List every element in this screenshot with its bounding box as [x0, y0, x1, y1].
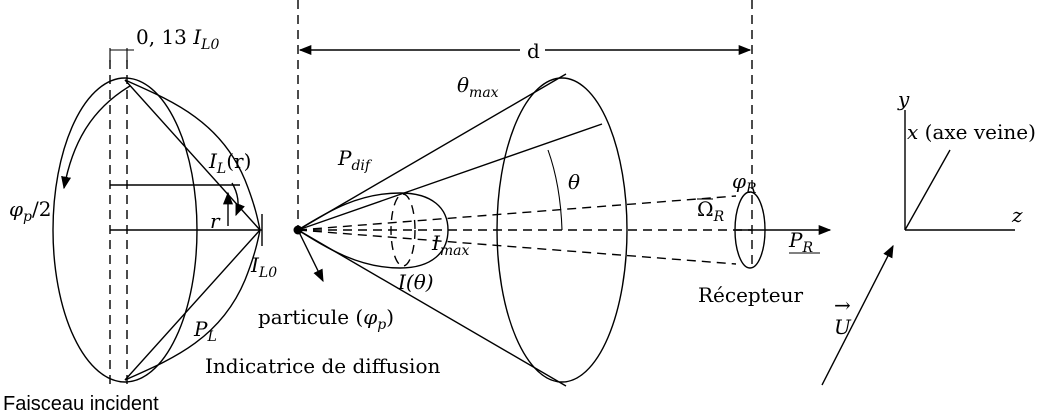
receiver-ray-upper — [297, 195, 737, 231]
label-r: r — [210, 209, 221, 233]
indicatrix-dashed-section — [390, 193, 416, 267]
cone-edge-upper — [297, 73, 567, 231]
distance-dimension — [297, 0, 753, 265]
gaussian-profile-lower — [124, 229, 261, 381]
label-il0: IL0 — [250, 253, 277, 281]
phi-arc-arrow — [61, 85, 131, 190]
cone-edge-lower — [297, 229, 567, 387]
label-theta: θ — [568, 170, 580, 194]
label-indicatrix: Indicatrice de diffusion — [205, 354, 440, 378]
il-r-arrow — [231, 182, 245, 217]
label-omega-r: ΩR — [697, 197, 725, 225]
label-phi-r: φR — [732, 169, 757, 197]
label-p-dif: Pdif — [337, 146, 373, 174]
label-axis-z: z — [1011, 203, 1023, 227]
label-013-il0: 0, 13 IL0 — [136, 25, 219, 53]
label-theta-max: θmax — [457, 73, 499, 101]
scattering-indicatrix-lobe — [296, 192, 449, 269]
label-p-l: PL — [193, 317, 217, 345]
label-i-max: Imax — [431, 231, 470, 259]
profile-curve-upper — [124, 79, 261, 231]
label-i-theta: I(θ) — [397, 270, 434, 294]
label-incident-beam: Faisceau incident — [3, 393, 159, 415]
vector-u-arrow-glyph: → — [834, 293, 851, 317]
flow-velocity-arrow — [821, 244, 894, 386]
particle-arrow — [297, 229, 324, 283]
label-axis-x: x (axe veine) — [907, 120, 1036, 144]
incident-beam — [52, 48, 263, 384]
label-vector-u: U — [834, 315, 852, 339]
profile-curve-lower — [124, 229, 261, 381]
axis-x-line — [904, 149, 951, 231]
label-particle: particule (φp) — [258, 305, 394, 333]
scattering-cone — [293, 73, 752, 387]
coordinate-axes — [821, 110, 1015, 386]
receiver-ray-lower — [297, 229, 737, 265]
theta-arc — [547, 149, 563, 231]
label-axis-y: y — [897, 87, 910, 111]
label-d: d — [527, 39, 540, 63]
label-receiver: Récepteur — [698, 283, 803, 307]
scattering-direction-line — [297, 123, 603, 231]
label-p-r: PR — [788, 228, 813, 256]
label-phi-p-half: φp/2 — [9, 197, 51, 225]
label-il-r: IL(r) — [208, 149, 251, 177]
receiver — [734, 191, 832, 269]
